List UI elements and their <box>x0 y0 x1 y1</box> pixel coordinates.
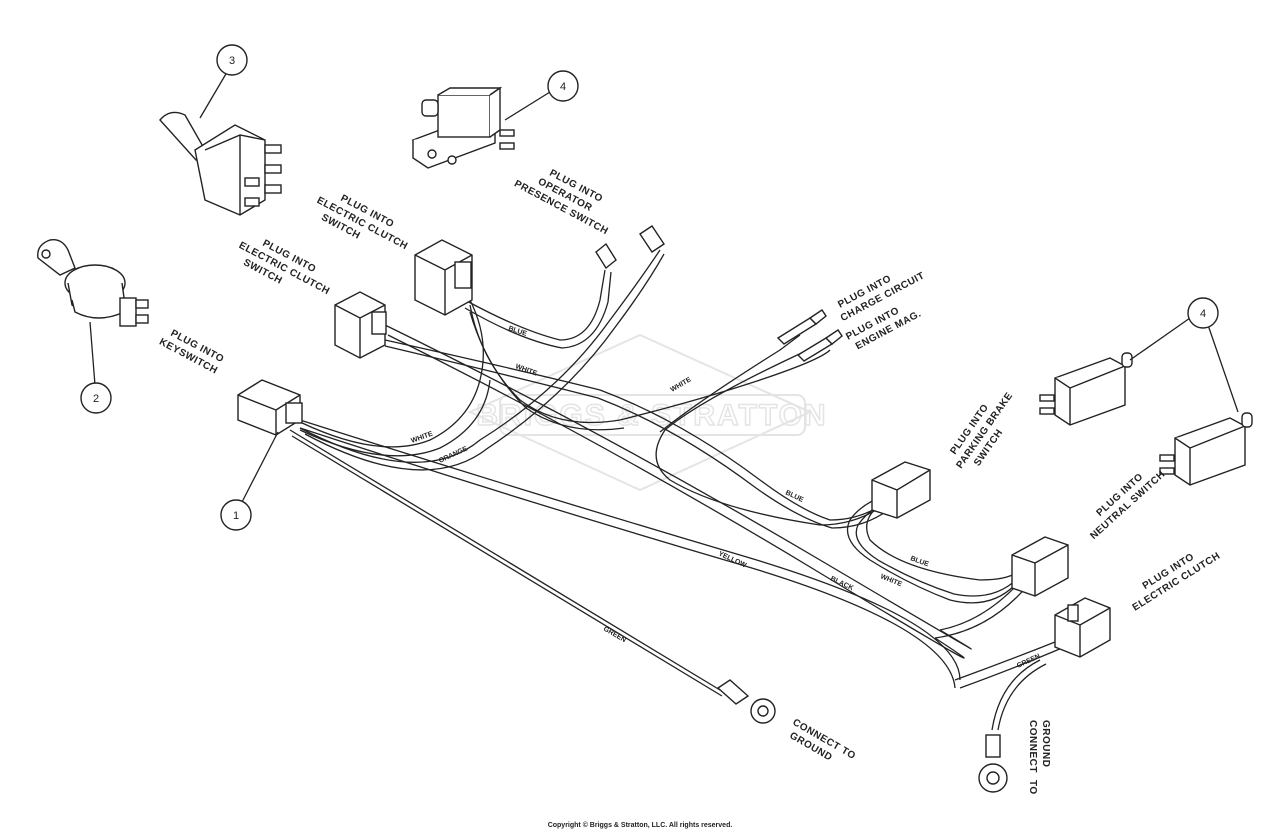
callout-3: 3 <box>229 55 235 67</box>
plug-parking-label: PLUG INTO PARKING BRAKE SWITCH <box>948 391 1015 471</box>
wire-label-blue-mid: BLUE <box>784 489 805 504</box>
ground-left-label: CONNECT TO GROUND <box>787 717 857 764</box>
plug-keyswitch-label: PLUG INTO KEYSWITCH <box>157 328 225 377</box>
svg-text:TO: TO <box>1027 780 1038 795</box>
copyright-notice: Copyright © Briggs & Stratton, LLC. All … <box>547 822 733 829</box>
operator-terminals <box>595 225 665 270</box>
wire-label-white-mid: WHITE <box>514 363 538 377</box>
ground-right-label: CONNECT TO GROUND <box>1027 720 1051 795</box>
plug-clutch-switch-label-upper: PLUG INTO ELECTRIC CLUTCH SWITCH <box>315 193 410 252</box>
neutral-switch-connector <box>1011 536 1069 597</box>
callout-2: 2 <box>93 393 99 405</box>
svg-text:CONNECT: CONNECT <box>1027 720 1038 773</box>
watermark-text: BRIGGS & STRATTON <box>476 399 827 432</box>
keyswitch-connector <box>237 379 303 436</box>
wire-label-white-low: WHITE <box>879 573 903 588</box>
operator-switch-icon <box>411 86 515 169</box>
parking-brake-switch-icon <box>1039 352 1133 426</box>
neutral-switch-icon <box>1159 412 1253 486</box>
ring-terminal-right <box>978 734 1008 793</box>
wire-label-blue-low: BLUE <box>909 555 930 568</box>
parking-brake-connector <box>871 461 931 519</box>
electric-clutch-connector <box>1054 597 1111 658</box>
clutch-switch-connector-lower <box>334 291 387 359</box>
clutch-switch-connector-upper <box>414 239 473 316</box>
wire-label-blue-top: BLUE <box>507 325 528 338</box>
callout-1: 1 <box>233 510 239 522</box>
charge-engine-terminals <box>776 309 843 362</box>
brand-watermark: BRIGGS & STRATTON <box>467 333 827 492</box>
plug-clutch-switch-label-lower: PLUG INTO ELECTRIC CLUTCH SWITCH <box>237 238 332 297</box>
harness-wires <box>289 249 1063 731</box>
wire-label-white-charge: WHITE <box>670 376 693 394</box>
toggle-switch-icon <box>159 111 282 216</box>
callouts: 3 4 2 1 4 <box>80 44 1239 531</box>
plug-neutral-label: PLUG INTO NEUTRAL SWITCH <box>1088 469 1167 542</box>
plug-operator-label: PLUG INTO OPERATOR PRESENCE SWITCH <box>512 168 610 238</box>
wire-label-green: GREEN <box>602 626 627 645</box>
key-switch-icon <box>37 239 149 327</box>
plug-clutch-label: PLUG INTO ELECTRIC CLUTCH <box>1131 551 1223 614</box>
callout-4-right: 4 <box>1200 308 1206 320</box>
callout-4-top: 4 <box>560 81 566 93</box>
ring-terminal-left <box>716 679 776 724</box>
wire-labels: BLUE WHITE WHITE WHITE ORANGE BLUE YELLO… <box>410 325 1041 670</box>
svg-text:GROUND: GROUND <box>1040 720 1051 767</box>
